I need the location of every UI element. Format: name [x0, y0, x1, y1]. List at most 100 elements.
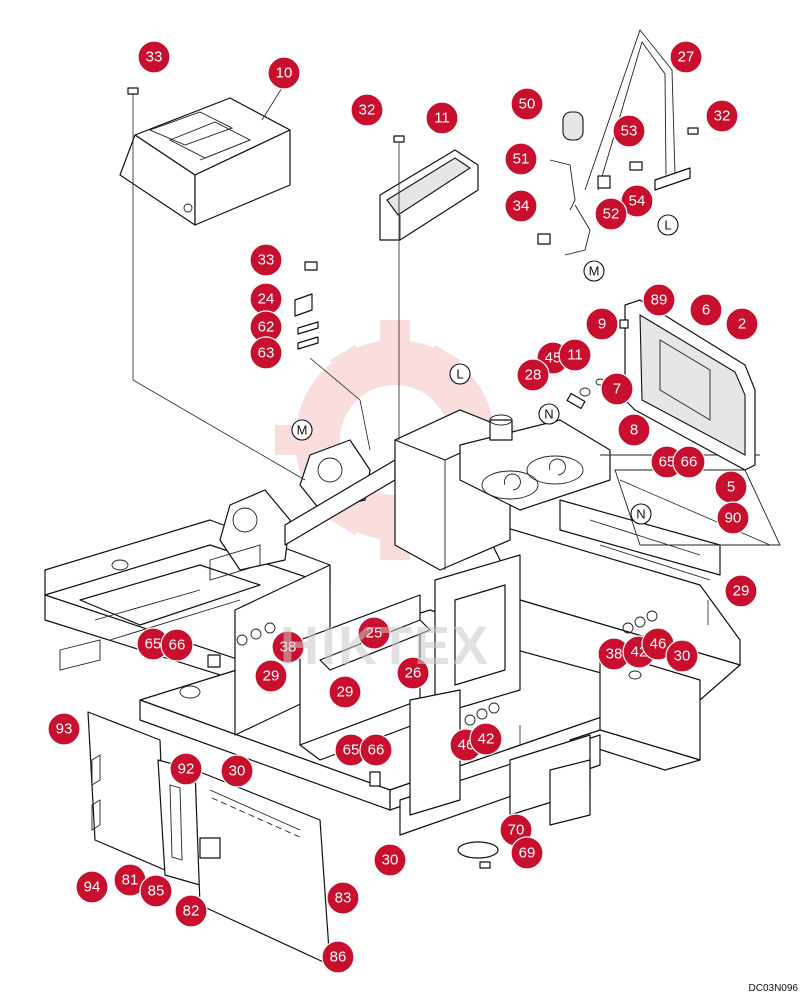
callout-25: 25 — [357, 616, 391, 650]
callout-11: 11 — [558, 338, 592, 372]
callout-label: 69 — [519, 845, 536, 862]
callout-92: 92 — [169, 752, 203, 786]
svg-text:M: M — [589, 264, 600, 279]
callout-6: 6 — [689, 293, 723, 327]
callout-94: 94 — [75, 870, 109, 904]
callout-32: 32 — [350, 93, 384, 127]
callout-52: 52 — [594, 197, 628, 231]
plate-69-70 — [457, 841, 499, 869]
callout-89: 89 — [642, 283, 676, 317]
callout-54: 54 — [620, 184, 654, 218]
callout-27: 27 — [669, 40, 703, 74]
callout-label: 65 — [343, 742, 360, 759]
callout-label: 30 — [674, 648, 691, 665]
reference-letter-L-2: L — [449, 363, 471, 385]
callout-28: 28 — [516, 358, 550, 392]
callout-label: 24 — [258, 291, 275, 308]
callout-9: 9 — [585, 307, 619, 341]
callout-66: 66 — [359, 733, 393, 767]
callout-label: 51 — [513, 151, 530, 168]
lock-lever-assembly — [537, 29, 699, 256]
callout-65: 65 — [136, 627, 170, 661]
callout-69: 69 — [510, 836, 544, 870]
callout-label: 83 — [335, 890, 352, 907]
callout-label: 89 — [651, 292, 668, 309]
callout-33: 33 — [249, 243, 283, 277]
callout-29: 29 — [254, 659, 288, 693]
callout-82: 82 — [174, 894, 208, 928]
callout-label: 82 — [183, 903, 200, 920]
callout-24: 24 — [249, 282, 283, 316]
svg-text:L: L — [456, 367, 463, 382]
callout-label: 65 — [145, 636, 162, 653]
callout-30: 30 — [373, 843, 407, 877]
callout-29: 29 — [724, 574, 758, 608]
callout-32: 32 — [705, 99, 739, 133]
callout-38: 38 — [597, 637, 631, 671]
callout-label: 11 — [434, 110, 450, 127]
callout-30: 30 — [665, 639, 699, 673]
reference-letter-M-1: M — [583, 260, 605, 282]
callout-29: 29 — [328, 675, 362, 709]
callout-label: 30 — [229, 763, 246, 780]
callout-83: 83 — [326, 881, 360, 915]
reference-letter-M-2: M — [291, 419, 313, 441]
callout-label: 52 — [603, 206, 620, 223]
svg-text:L: L — [664, 218, 671, 233]
left-side-door-93 — [87, 711, 166, 871]
callout-label: 28 — [525, 367, 542, 384]
callout-label: 33 — [146, 49, 163, 66]
callout-label: 27 — [678, 49, 695, 66]
callout-label: 38 — [606, 646, 623, 663]
callout-8: 8 — [617, 413, 651, 447]
callout-label: 34 — [513, 198, 530, 215]
callout-30: 30 — [220, 754, 254, 788]
callout-label: 9 — [598, 316, 606, 333]
callout-label: 5 — [727, 479, 735, 496]
callout-7: 7 — [600, 372, 634, 406]
callout-label: 32 — [714, 108, 731, 125]
callout-label: 29 — [263, 668, 280, 685]
callout-label: 66 — [368, 742, 385, 759]
callout-label: 81 — [122, 872, 139, 889]
callout-label: 93 — [56, 721, 73, 738]
callout-51: 51 — [504, 142, 538, 176]
callout-63: 63 — [249, 336, 283, 370]
callout-label: 8 — [630, 422, 638, 439]
callout-50: 50 — [510, 87, 544, 121]
callout-42: 42 — [469, 722, 503, 756]
callout-label: 53 — [621, 123, 638, 140]
callout-10: 10 — [267, 56, 301, 90]
callout-label: 29 — [337, 684, 354, 701]
drawing-code: DC03N096 — [748, 983, 798, 994]
battery-cover-part — [119, 97, 291, 226]
svg-text:N: N — [544, 407, 553, 422]
bolt-33-top — [127, 87, 139, 118]
callout-label: 85 — [148, 883, 165, 900]
reference-letter-N-2: N — [630, 503, 652, 525]
callout-65: 65 — [334, 733, 368, 767]
callout-90: 90 — [716, 501, 750, 535]
callout-label: 94 — [84, 879, 101, 896]
callout-11: 11 — [425, 101, 459, 135]
reference-letter-N-1: N — [538, 403, 560, 425]
callout-label: 90 — [725, 510, 742, 527]
callout-label: 54 — [629, 193, 646, 210]
svg-text:N: N — [636, 507, 645, 522]
callout-label: 70 — [508, 822, 525, 839]
front-cover-83 — [194, 769, 331, 966]
callout-label: 66 — [169, 637, 186, 654]
latch-parts — [566, 378, 605, 410]
watermark-text: HIKTEX — [280, 616, 491, 676]
callout-label: 6 — [702, 302, 710, 319]
callout-62: 62 — [249, 310, 283, 344]
callout-label: 29 — [733, 583, 750, 600]
callout-label: 42 — [478, 731, 495, 748]
callout-34: 34 — [504, 189, 538, 223]
callout-33: 33 — [137, 40, 171, 74]
callout-86: 86 — [321, 940, 355, 974]
callout-label: 30 — [382, 852, 399, 869]
callout-label: 46 — [650, 636, 667, 653]
